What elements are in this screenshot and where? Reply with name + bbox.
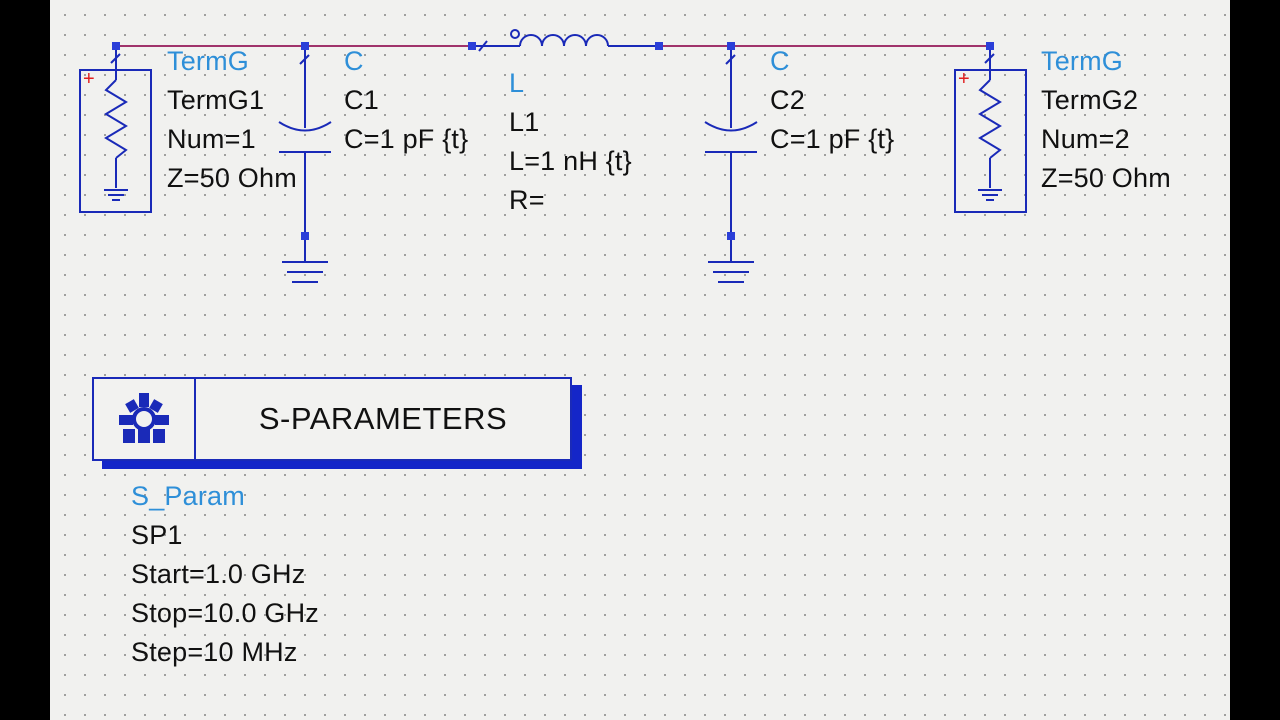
inductor-dot-icon <box>510 29 520 39</box>
l1-label[interactable]: L L1 L=1 nH {t} R= <box>509 64 632 220</box>
c1-label[interactable]: C C1 C=1 pF {t} <box>344 42 468 159</box>
component-type: TermG <box>167 46 249 76</box>
termg1-symbol[interactable] <box>79 46 152 213</box>
l1-symbol[interactable] <box>472 29 659 52</box>
component-type: C <box>344 46 364 76</box>
component-name: C1 <box>344 85 379 115</box>
termg1-pin-tick <box>110 53 121 64</box>
resistor-zigzag-icon <box>104 79 128 159</box>
plus-polarity-icon: + <box>83 68 95 90</box>
pin-node[interactable] <box>112 42 120 50</box>
schematic-canvas[interactable]: + + TermG TermG1 Num=1 Z=50 Ohm C C1 C=1… <box>50 0 1230 720</box>
component-name: TermG1 <box>167 85 265 115</box>
pin-node[interactable] <box>727 232 735 240</box>
pin-node[interactable] <box>986 42 994 50</box>
component-param: Start=1.0 GHz <box>131 559 306 589</box>
sparameters-icon-cell <box>94 379 196 459</box>
component-param: Num=2 <box>1041 124 1130 154</box>
component-param: Num=1 <box>167 124 256 154</box>
resistor-zigzag-icon <box>978 79 1002 159</box>
component-name: SP1 <box>131 520 183 550</box>
pin-node[interactable] <box>468 42 476 50</box>
component-param: Z=50 Ohm <box>167 163 297 193</box>
pin-node[interactable] <box>727 42 735 50</box>
sparameters-block[interactable]: S-PARAMETERS <box>92 377 572 461</box>
schematic-drawing <box>79 29 1027 283</box>
c2-label[interactable]: C C2 C=1 pF {t} <box>770 42 894 159</box>
component-param: Step=10 MHz <box>131 637 298 667</box>
termg2-symbol[interactable] <box>954 46 1027 213</box>
c2-symbol[interactable] <box>704 46 758 283</box>
sparameters-title: S-PARAMETERS <box>258 401 508 436</box>
component-param: L=1 nH {t} <box>509 146 632 176</box>
component-type: S_Param <box>131 481 245 511</box>
pin-node[interactable] <box>301 232 309 240</box>
component-param: C=1 pF {t} <box>770 124 895 154</box>
component-param: Stop=10.0 GHz <box>131 598 319 628</box>
termg1-label[interactable]: TermG TermG1 Num=1 Z=50 Ohm <box>167 42 297 198</box>
component-type: L <box>509 68 525 98</box>
capacitor-plate-curved <box>704 121 758 132</box>
component-name: C2 <box>770 85 805 115</box>
component-name: TermG2 <box>1041 85 1139 115</box>
inductor-coil-icon <box>519 34 609 47</box>
sparam-label[interactable]: S_Param SP1 Start=1.0 GHz Stop=10.0 GHz … <box>131 477 319 672</box>
component-param: Z=50 Ohm <box>1041 163 1171 193</box>
pin-node[interactable] <box>655 42 663 50</box>
component-type: C <box>770 46 790 76</box>
component-param: C=1 pF {t} <box>344 124 469 154</box>
c1-symbol[interactable] <box>278 46 332 283</box>
component-type: TermG <box>1041 46 1123 76</box>
gear-cluster-icon <box>119 393 169 443</box>
connection-pins <box>112 42 994 240</box>
termg2-label[interactable]: TermG TermG2 Num=2 Z=50 Ohm <box>1041 42 1171 198</box>
pin-node[interactable] <box>301 42 309 50</box>
component-param: R= <box>509 185 545 215</box>
capacitor-plate-curved <box>278 121 332 132</box>
plus-polarity-icon: + <box>958 68 970 90</box>
component-name: L1 <box>509 107 540 137</box>
